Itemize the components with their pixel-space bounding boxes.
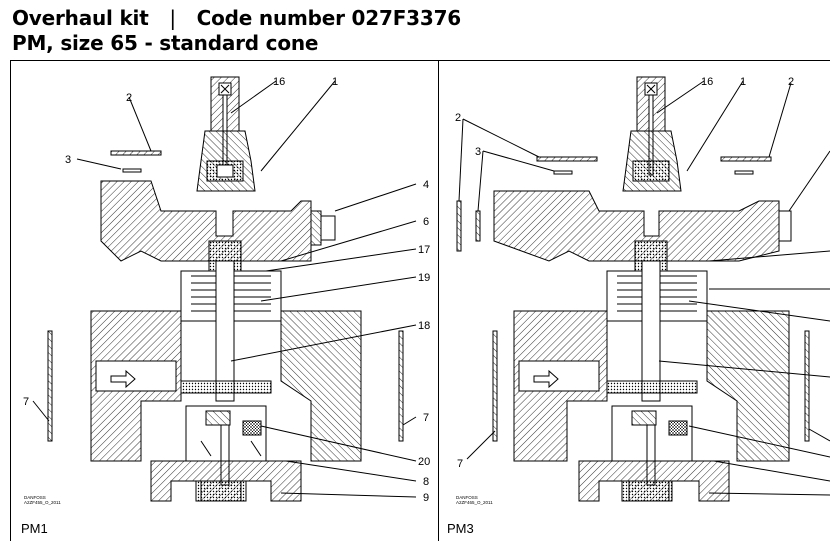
callout-4: 4 — [423, 179, 429, 191]
panel-divider — [438, 60, 439, 541]
callout-7-left: 7 — [23, 396, 29, 408]
pm3-drawing: 16 1 2 2 3 7 — [455, 76, 830, 502]
header-title: Overhaul kit | Code number 027F3376 — [12, 6, 461, 30]
callout-9: 9 — [423, 492, 429, 504]
code-label: Code number 027F3376 — [196, 6, 462, 30]
callout-7-right: 7 — [423, 412, 429, 424]
pm1-ref: DANFOSS A2ZF455_O_2011 — [24, 495, 61, 505]
drawing-frame — [10, 60, 830, 541]
pm3-label: PM3 — [447, 521, 474, 536]
callout-17: 17 — [418, 244, 430, 256]
callout-1: 1 — [332, 76, 338, 88]
title-separator: | — [169, 6, 176, 30]
callout-19: 19 — [418, 272, 430, 284]
callout-7: 7 — [457, 458, 463, 470]
pm1-label: PM1 — [21, 521, 48, 536]
pm1-ref-text: DANFOSS A2ZF455_O_2011 — [24, 495, 61, 505]
pm3-ref-text: DANFOSS A2ZF465_O_2011 — [456, 495, 493, 505]
callout-1: 1 — [740, 76, 746, 88]
callout-18: 18 — [418, 320, 430, 332]
callout-16: 16 — [701, 76, 713, 88]
callout-2-left: 2 — [455, 112, 461, 124]
callout-3: 3 — [65, 154, 71, 166]
kit-label: Overhaul kit — [12, 6, 149, 30]
pm1-drawing: 16 1 2 3 4 6 17 19 18 7 7 20 8 9 — [23, 76, 430, 504]
callout-3: 3 — [475, 146, 481, 158]
callout-2: 2 — [126, 92, 132, 104]
callout-6: 6 — [423, 216, 429, 228]
callout-2-right: 2 — [788, 76, 794, 88]
pm3-ref: DANFOSS A2ZF465_O_2011 — [456, 495, 493, 505]
header-subtitle: PM, size 65 - standard cone — [12, 31, 319, 55]
callout-16: 16 — [273, 76, 285, 88]
callout-8: 8 — [423, 476, 429, 488]
callout-20: 20 — [418, 456, 430, 468]
